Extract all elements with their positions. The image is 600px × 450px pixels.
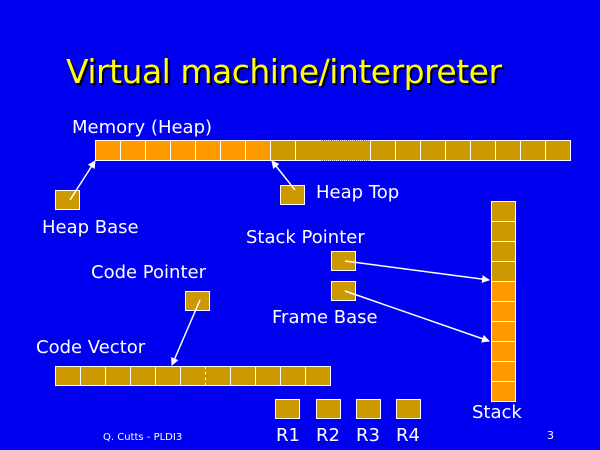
code-pointer-box bbox=[185, 291, 210, 311]
stack-pointer-arrow bbox=[344, 260, 490, 284]
heap-top-box bbox=[280, 185, 305, 205]
footer-author: Q. Cutts - PLDI3 bbox=[103, 432, 183, 443]
code-vector-cell bbox=[305, 366, 331, 386]
register-r2-label: R2 bbox=[316, 425, 340, 446]
register-r4-label: R4 bbox=[396, 425, 420, 446]
slide-title: Virtual machine/interpreter bbox=[66, 52, 502, 91]
page-number: 3 bbox=[547, 429, 554, 442]
stack-cell bbox=[491, 381, 516, 402]
register-r3-label: R3 bbox=[356, 425, 380, 446]
memory-heap-label: Memory (Heap) bbox=[72, 117, 213, 138]
frame-base-box bbox=[331, 281, 356, 301]
register-r1-label: R1 bbox=[276, 425, 300, 446]
register-r2-box bbox=[316, 399, 341, 419]
heap-base-arrow bbox=[69, 160, 96, 201]
frame-base-arrow bbox=[344, 290, 490, 343]
heap-base-label: Heap Base bbox=[42, 217, 139, 238]
register-r4-box bbox=[396, 399, 421, 419]
stack-pointer-label: Stack Pointer bbox=[246, 227, 365, 248]
heap-top-arrow bbox=[271, 160, 296, 191]
register-r1-box bbox=[275, 399, 300, 419]
code-vector-label: Code Vector bbox=[36, 337, 146, 358]
code-pointer-label: Code Pointer bbox=[91, 262, 206, 283]
code-pointer-arrow bbox=[171, 299, 201, 366]
heap-top-label: Heap Top bbox=[316, 182, 400, 203]
stack-pointer-box bbox=[331, 251, 356, 271]
stack-label: Stack bbox=[472, 402, 522, 423]
frame-base-label: Frame Base bbox=[272, 307, 378, 328]
heap-cell bbox=[545, 140, 571, 161]
register-r3-box bbox=[356, 399, 381, 419]
